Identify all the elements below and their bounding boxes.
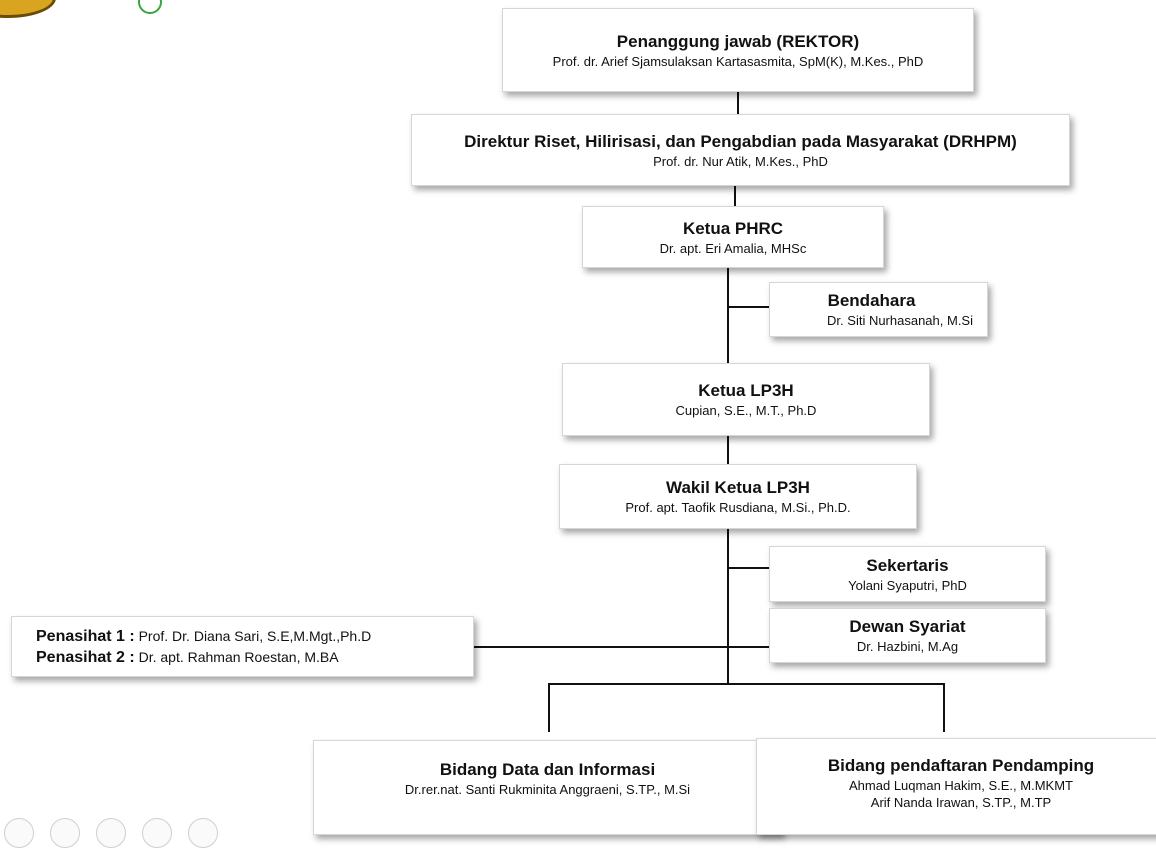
sekertaris-name: Yolani Syaputri, PhD (848, 577, 967, 593)
connector-rektor-drhpm (737, 92, 739, 114)
rektor-name: Prof. dr. Arief Sjamsulaksan Kartasasmit… (552, 53, 924, 69)
penasihat-2-label: Penasihat 2 : (36, 648, 135, 666)
logo-icon (0, 0, 56, 18)
sekertaris-title: Sekertaris (866, 555, 949, 575)
phrc-title: Ketua PHRC (682, 218, 784, 238)
nav-button-2[interactable] (50, 818, 80, 848)
connector-bidang-horizontal (548, 683, 945, 685)
node-penasihat: Penasihat 1 : Prof. Dr. Diana Sari, S.E,… (11, 616, 474, 677)
connector-drhpm-phrc (734, 186, 736, 206)
node-bidang-pendaftaran-pendamping: Bidang pendaftaran Pendamping Ahmad Luqm… (756, 738, 1156, 835)
nav-button-5[interactable] (188, 818, 218, 848)
lp3h-title: Ketua LP3H (698, 381, 794, 400)
bidang-data-name: Dr.rer.nat. Santi Rukminita Anggraeni, S… (404, 782, 691, 797)
penasihat-1: Penasihat 1 : Prof. Dr. Diana Sari, S.E,… (36, 626, 371, 647)
bidang-data-title: Bidang Data dan Informasi (439, 760, 656, 779)
dewan-title: Dewan Syariat (849, 617, 966, 636)
penasihat-1-name: Prof. Dr. Diana Sari, S.E,M.Mgt.,Ph.D (138, 627, 372, 644)
node-ketua-phrc: Ketua PHRC Dr. apt. Eri Amalia, MHSc (582, 206, 884, 268)
dewan-name: Dr. Hazbini, M.Ag (856, 639, 959, 654)
connector-sekertaris (728, 567, 769, 569)
connector-penasihat-dewan (474, 646, 769, 648)
node-bendahara: Bendahara Dr. Siti Nurhasanah, M.Si (769, 282, 988, 337)
node-dewan-syariat: Dewan Syariat Dr. Hazbini, M.Ag (769, 608, 1046, 663)
bidang-pendaftaran-name-2: Arif Nanda Irawan, S.TP., M.TP (870, 795, 1052, 810)
bidang-pendaftaran-name-1: Ahmad Luqman Hakim, S.E., M.MKMT (849, 778, 1073, 793)
lp3h-name: Cupian, S.E., M.T., Ph.D (675, 403, 817, 418)
nav-button-3[interactable] (96, 818, 126, 848)
connector-wakil-down (727, 529, 729, 684)
green-circle-icon (138, 0, 162, 14)
drhpm-name: Prof. dr. Nur Atik, M.Kes., PhD (653, 153, 828, 169)
connector-bidang-data (548, 683, 550, 732)
nav-button-1[interactable] (4, 818, 34, 848)
node-rektor: Penanggung jawab (REKTOR) Prof. dr. Arie… (502, 8, 974, 92)
connector-bidang-pendaftaran (943, 683, 945, 732)
node-bidang-data-informasi: Bidang Data dan Informasi Dr.rer.nat. Sa… (313, 740, 782, 835)
drhpm-title: Direktur Riset, Hilirisasi, dan Pengabdi… (464, 131, 1017, 151)
wakil-title: Wakil Ketua LP3H (666, 478, 810, 497)
bendahara-title: Bendahara (827, 291, 916, 310)
phrc-name: Dr. apt. Eri Amalia, MHSc (659, 240, 807, 256)
node-wakil-ketua-lp3h: Wakil Ketua LP3H Prof. apt. Taofik Rusdi… (559, 464, 917, 529)
nav-button-4[interactable] (142, 818, 172, 848)
penasihat-2-name: Dr. apt. Rahman Roestan, M.BA (138, 648, 339, 665)
connector-phrc-lp3h (727, 268, 729, 363)
connector-lp3h-wakil (727, 436, 729, 464)
rektor-title: Penanggung jawab (REKTOR) (616, 31, 860, 51)
penasihat-1-label: Penasihat 1 : (36, 627, 135, 645)
wakil-name: Prof. apt. Taofik Rusdiana, M.Si., Ph.D. (625, 500, 851, 515)
node-drhpm: Direktur Riset, Hilirisasi, dan Pengabdi… (411, 114, 1070, 186)
bendahara-name: Dr. Siti Nurhasanah, M.Si (827, 313, 973, 328)
connector-bendahara (728, 306, 769, 308)
node-sekertaris: Sekertaris Yolani Syaputri, PhD (769, 546, 1046, 602)
bidang-pendaftaran-title: Bidang pendaftaran Pendamping (827, 756, 1095, 775)
node-ketua-lp3h: Ketua LP3H Cupian, S.E., M.T., Ph.D (562, 363, 930, 436)
penasihat-2: Penasihat 2 : Dr. apt. Rahman Roestan, M… (36, 647, 339, 668)
